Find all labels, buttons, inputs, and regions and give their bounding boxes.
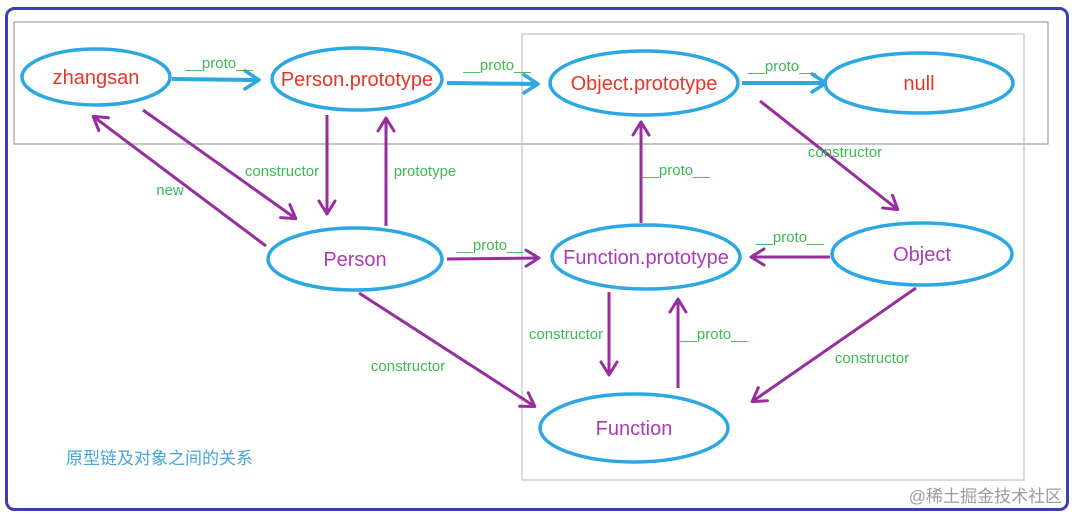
edge-person-prototype-to-object-prototype-label: __proto__ [462, 57, 531, 74]
node-person-prototype-ellipse [270, 46, 444, 112]
edge-zhangsan-to-person-arrow [142, 108, 298, 221]
node-object-prototype: Object.prototype [548, 49, 740, 117]
top-row-box [13, 21, 1049, 145]
node-object-ellipse [830, 221, 1014, 287]
node-function-prototype-label: Function.prototype [563, 247, 729, 269]
node-object: Object [830, 221, 1014, 287]
node-person-prototype: Person.prototype [270, 46, 444, 112]
node-function-label: Function [596, 418, 673, 440]
edge-person-to-function-constructor-arrow [358, 291, 537, 409]
node-null: null [823, 51, 1015, 115]
node-function-ellipse [538, 392, 730, 464]
edge-person-to-function-constructor-label: constructor [371, 358, 445, 375]
node-person: Person [266, 226, 444, 292]
edge-object-prototype-to-object-constructor-arrow [759, 99, 900, 212]
edge-person-to-function-prototype-proto-label: __proto__ [455, 237, 524, 254]
node-person-ellipse [266, 226, 444, 292]
edge-zhangsan-to-person-prototype-arrow [171, 69, 261, 91]
edge-object-prototype-to-object-constructor-label: constructor [808, 144, 882, 161]
edge-person-to-person-prototype-prototype-label: prototype [394, 163, 457, 180]
edge-object-to-function-constructor-arrow [750, 286, 917, 404]
edge-person-to-function-prototype-proto-arrow [446, 248, 541, 268]
diagram-title: 原型链及对象之间的关系 [66, 449, 253, 468]
edge-function-prototype-to-function-constructor-label: constructor [529, 326, 603, 343]
edge-function-prototype-to-object-prototype-proto-label: __proto__ [641, 162, 710, 179]
edge-person-to-zhangsan-new-arrow [91, 114, 267, 248]
node-null-ellipse [823, 51, 1015, 115]
edge-function-to-function-prototype-proto-label: __proto__ [679, 326, 748, 343]
edge-person-prototype-to-object-prototype-arrow [446, 73, 540, 95]
edge-person-to-zhangsan-new-label: new [156, 182, 184, 199]
node-null-label: null [903, 73, 934, 95]
node-zhangsan-ellipse [20, 47, 172, 107]
node-function-prototype-ellipse [550, 223, 742, 291]
edge-object-to-function-constructor-label: constructor [835, 350, 909, 367]
node-object-label: Object [893, 244, 951, 266]
node-person-label: Person [323, 249, 386, 271]
node-zhangsan-label: zhangsan [53, 67, 140, 89]
edge-zhangsan-to-person-prototype-label: __proto__ [184, 55, 253, 72]
node-zhangsan: zhangsan [20, 47, 172, 107]
node-person-prototype-label: Person.prototype [281, 69, 433, 91]
node-object-prototype-label: Object.prototype [571, 73, 718, 95]
outer-frame [5, 7, 1069, 511]
node-object-prototype-ellipse [548, 49, 740, 117]
edge-object-prototype-to-null-label: __proto__ [747, 58, 816, 75]
edge-person-prototype-to-person-constructor-label: constructor [245, 163, 319, 180]
edge-object-to-function-prototype-proto-label: __proto__ [755, 229, 824, 246]
node-function-prototype: Function.prototype [550, 223, 742, 291]
watermark: @稀土掘金技术社区 [909, 487, 1062, 506]
node-function: Function [538, 392, 730, 464]
